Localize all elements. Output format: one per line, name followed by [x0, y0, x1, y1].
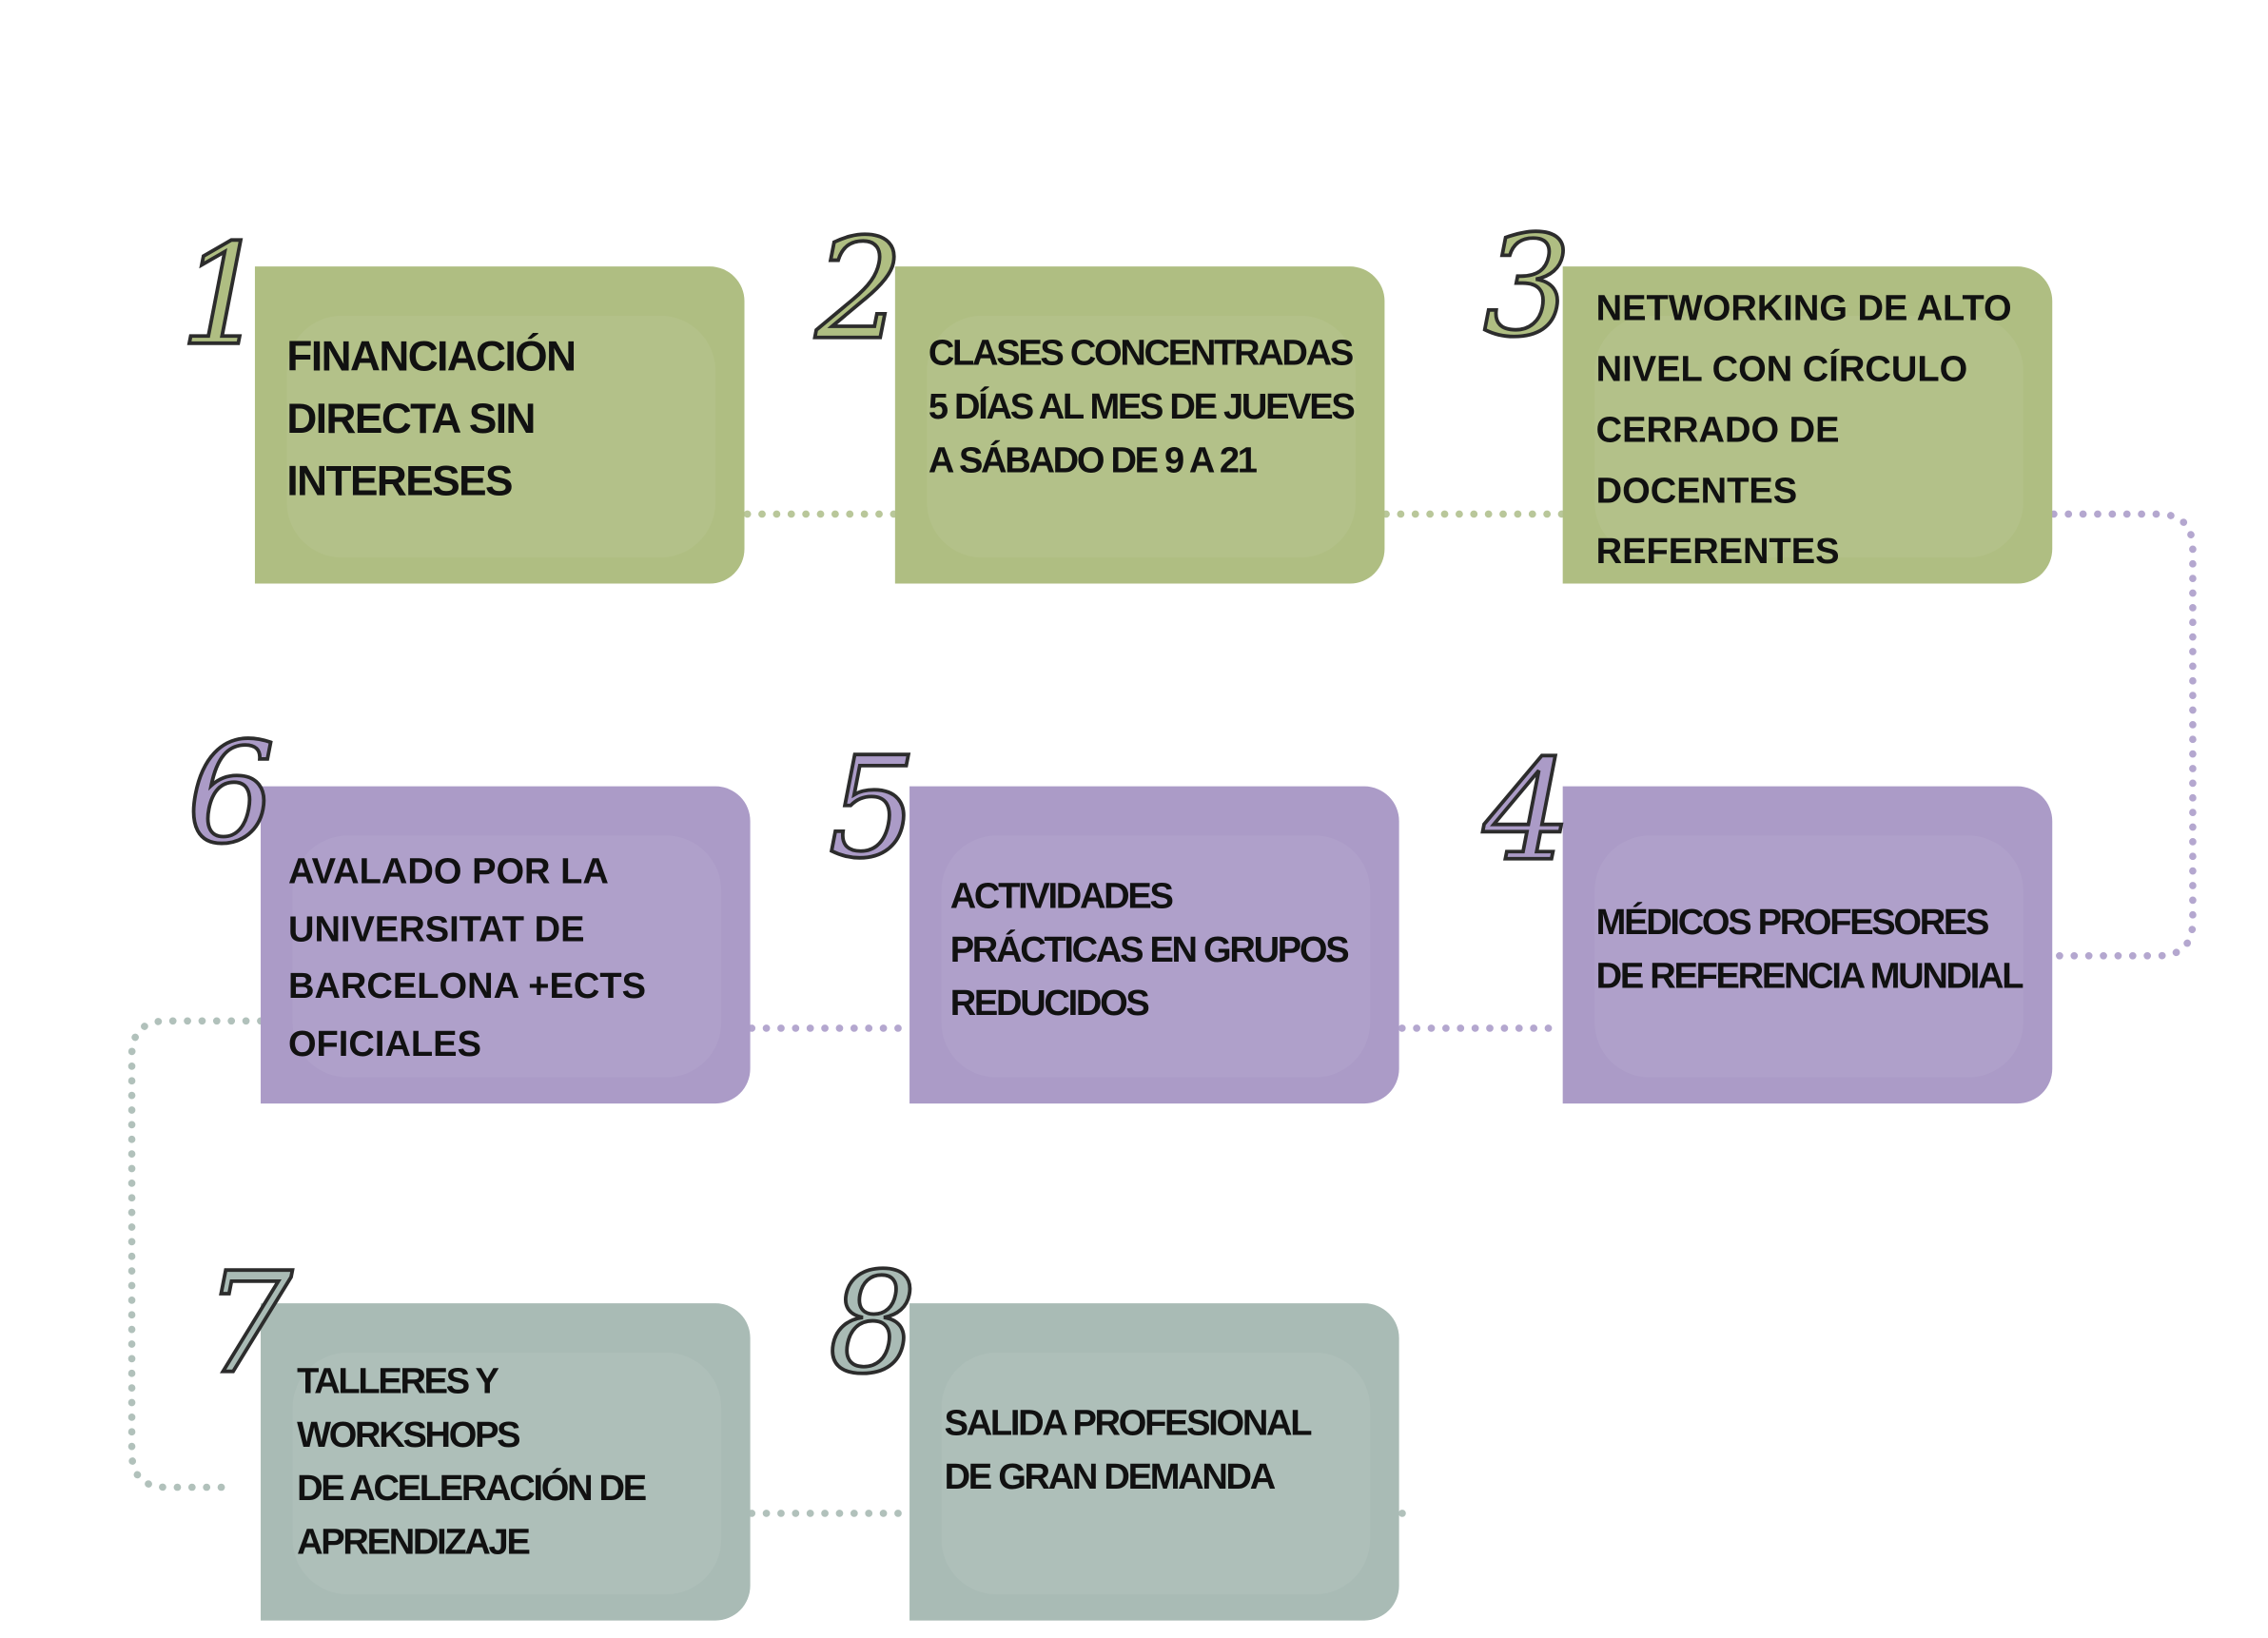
step-1-box: FINANCIACIÓN DIRECTA SIN INTERESES: [254, 266, 745, 584]
step-6-text: AVALADO POR LA UNIVERSITAT DE BARCELONA …: [287, 851, 647, 1064]
step-4-text: MÉDICOS PROFESORES DE REFERENCIA MUNDIAL: [1595, 902, 2024, 997]
step-2-box: CLASES CONCENTRADAS 5 DÍAS AL MES DE JUE…: [894, 266, 1385, 584]
step-6-box: AVALADO POR LA UNIVERSITAT DE BARCELONA …: [261, 786, 751, 1104]
step-1-text: FINANCIACIÓN DIRECTA SIN INTERESES: [286, 334, 577, 506]
step-6-number: 6: [185, 712, 277, 875]
step-7-box: TALLERES Y WORKSHOPS DE ACELERACIÓN DE A…: [261, 1303, 751, 1621]
step-5-number: 5: [827, 727, 919, 889]
step-8-text: SALIDA PROFESIONAL DE GRAN DEMANDA: [944, 1403, 1313, 1498]
step-2-number: 2: [813, 208, 906, 371]
step-3-number: 3: [1481, 205, 1574, 368]
step-3-text: NETWORKING DE ALTO NIVEL CON CÍRCULO CER…: [1595, 287, 2012, 573]
step-5-box: ACTIVIDADES PRÁCTICAS EN GRUPOS REDUCIDO…: [909, 786, 1399, 1104]
step-5-text: ACTIVIDADES PRÁCTICAS EN GRUPOS REDUCIDO…: [949, 876, 1350, 1024]
step-8-number: 8: [827, 1242, 919, 1405]
step-1-number: 1: [178, 214, 270, 377]
step-3-box: NETWORKING DE ALTO NIVEL CON CÍRCULO CER…: [1562, 266, 2053, 584]
connector-3-4: [2049, 510, 2197, 960]
step-4-number: 4: [1481, 730, 1574, 892]
step-2-text: CLASES CONCENTRADAS 5 DÍAS AL MES DE JUE…: [928, 333, 1356, 481]
step-7-text: TALLERES Y WORKSHOPS DE ACELERACIÓN DE A…: [297, 1361, 647, 1563]
connector-6-7: [127, 1017, 264, 1492]
step-8-box: SALIDA PROFESIONAL DE GRAN DEMANDA: [909, 1303, 1399, 1621]
step-7-number: 7: [203, 1242, 295, 1405]
step-4-box: MÉDICOS PROFESORES DE REFERENCIA MUNDIAL: [1562, 786, 2053, 1104]
